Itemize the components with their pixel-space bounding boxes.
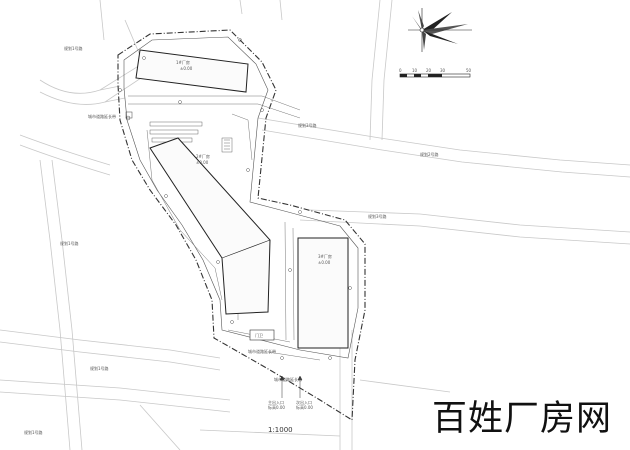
scale-ratio: 1:1000 [268,426,293,434]
svg-text:±0.00: ±0.00 [318,260,331,265]
svg-text:主出入口: 主出入口 [268,399,284,405]
marker-box [125,111,133,119]
svg-text:规划1号路: 规划1号路 [24,429,43,435]
building-east: 3#厂房 ±0.00 [297,237,349,349]
svg-text:3#厂房: 3#厂房 [318,253,332,259]
svg-text:次出入口: 次出入口 [296,399,312,405]
site-boundary [117,29,366,421]
building-center: 2#厂房 ±0.00 [149,137,271,315]
scale-bar: 0 10 20 30 50 [399,68,472,78]
svg-text:30: 30 [440,68,446,73]
svg-text:规划2号路: 规划2号路 [420,151,439,157]
svg-text:标高0.00: 标高0.00 [296,404,313,410]
svg-text:±0.00: ±0.00 [180,66,193,71]
svg-text:规划1号路: 规划1号路 [60,240,79,246]
svg-text:规划1号路: 规划1号路 [90,365,109,371]
svg-text:城市道路延长带: 城市道路延长带 [274,376,302,382]
entrance-markers [279,375,303,398]
svg-text:0: 0 [399,68,402,73]
svg-text:±0.00: ±0.00 [196,160,209,165]
svg-text:规划3号路: 规划3号路 [368,213,387,219]
svg-text:50: 50 [466,68,472,73]
svg-text:城市道路延长带: 城市道路延长带 [248,348,276,354]
svg-text:20: 20 [426,68,432,73]
site-watermark: 百姓厂房网 [432,399,613,439]
inner-boundary [123,36,359,359]
guard-house: 门卫 [249,329,275,341]
svg-text:规划3号路: 规划3号路 [298,122,317,128]
building-north: 1#厂房 ±0.00 [135,49,249,93]
svg-text:城市道路延长带: 城市道路延长带 [88,113,116,119]
svg-text:规划1号路: 规划1号路 [64,45,83,51]
site-markers [118,38,352,360]
svg-text:门卫: 门卫 [255,332,263,338]
svg-text:1#厂房: 1#厂房 [176,59,190,65]
svg-text:2#厂房: 2#厂房 [196,153,210,159]
road-labels: 规划1号路 城市道路延长带 规划2号路 规划1号路 规划3号路 规划1号路 规划… [24,45,439,435]
north-arrow-icon [408,8,472,54]
svg-text:10: 10 [412,68,418,73]
svg-text:标高0.00: 标高0.00 [268,404,285,410]
